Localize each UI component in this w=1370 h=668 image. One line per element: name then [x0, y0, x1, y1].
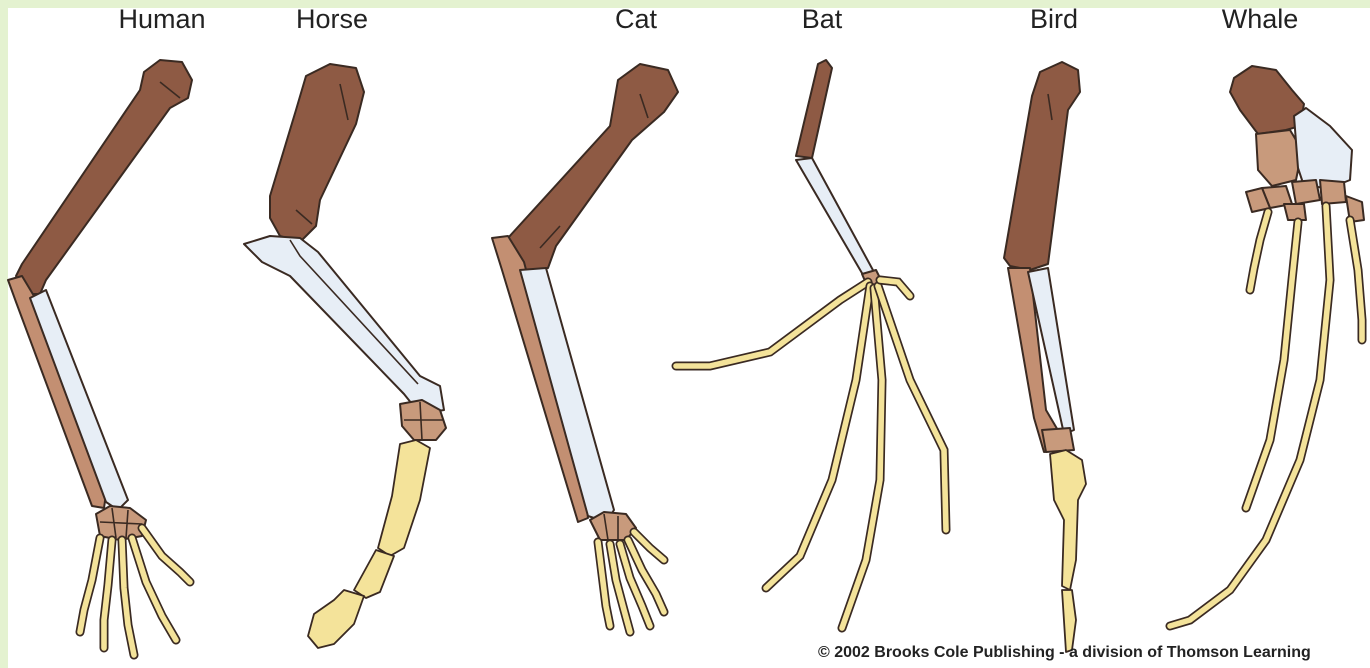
- bat-limb: [676, 60, 946, 628]
- bird-limb: [1004, 62, 1086, 652]
- label-bat: Bat: [802, 4, 843, 35]
- label-cat: Cat: [615, 4, 657, 35]
- human-limb: [8, 60, 192, 655]
- cat-limb: [492, 64, 678, 632]
- label-horse: Horse: [296, 4, 368, 35]
- label-bird: Bird: [1030, 4, 1078, 35]
- label-whale: Whale: [1222, 4, 1299, 35]
- horse-limb: [244, 64, 446, 648]
- whale-limb: [1170, 66, 1364, 626]
- copyright-credit: © 2002 Brooks Cole Publishing - a divisi…: [818, 644, 1311, 662]
- label-human: Human: [118, 4, 205, 35]
